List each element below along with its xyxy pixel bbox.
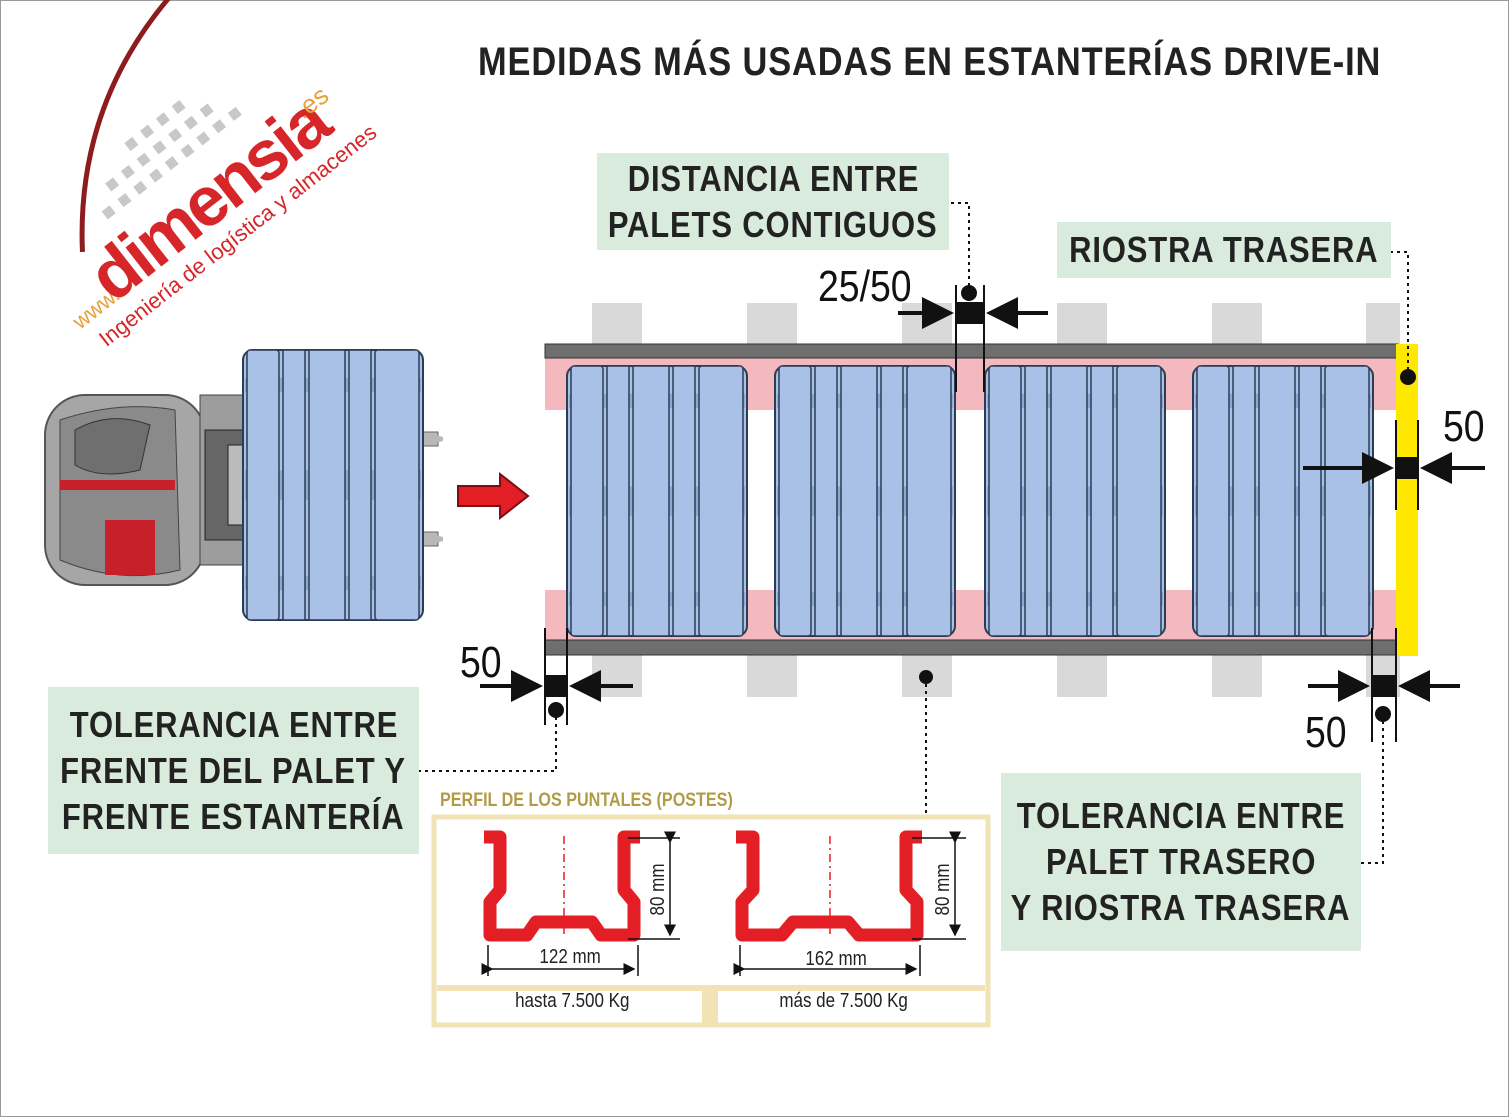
- forklift: [44, 349, 443, 621]
- pallet-2: [774, 365, 956, 637]
- dim-value-between-pallets: 25/50: [818, 262, 912, 311]
- label-distance-between-pallets: DISTANCIA ENTRE PALETS CONTIGUOS: [597, 153, 949, 250]
- label-line: FRENTE DEL PALET Y: [60, 749, 407, 791]
- rack-posts: [592, 303, 1400, 697]
- back-brace: [1396, 344, 1418, 656]
- profile-2-height: 80 mm: [932, 863, 955, 916]
- dimensia-logo: www. dimensia .es Ingeniería de logístic…: [67, 0, 381, 351]
- profile-2-caption: más de 7.500 Kg: [779, 990, 908, 1012]
- label-line: TOLERANCIA ENTRE: [1016, 795, 1346, 836]
- dim-back-brace: [1303, 251, 1485, 510]
- label-line: RIOSTRA TRASERA: [1069, 229, 1379, 270]
- bottom-beam: [544, 639, 1399, 656]
- dim-value-front: 50: [460, 638, 502, 687]
- top-beam: [544, 343, 1399, 359]
- label-line: DISTANCIA ENTRE: [627, 157, 919, 199]
- label-line: Y RIOSTRA TRASERA: [1011, 887, 1351, 928]
- profile-1-caption: hasta 7.500 Kg: [515, 990, 630, 1012]
- label-front-tolerance: TOLERANCIA ENTRE FRENTE DEL PALET Y FREN…: [48, 687, 419, 854]
- label-line: TOLERANCIA ENTRE: [69, 703, 398, 745]
- profile-1-width: 122 mm: [539, 946, 601, 968]
- label-line: PALETS CONTIGUOS: [608, 203, 938, 245]
- label-back-brace: RIOSTRA TRASERA: [1057, 222, 1391, 278]
- profile-title: PERFIL DE LOS PUNTALES (POSTES): [440, 790, 733, 811]
- profile-1-height: 80 mm: [647, 863, 670, 916]
- dim-rear: [1308, 628, 1460, 864]
- profile-162: [735, 830, 924, 942]
- label-line: PALET TRASERO: [1045, 841, 1317, 882]
- direction-arrow-icon: [457, 471, 530, 521]
- dim-front: [412, 628, 633, 772]
- dim-value-rear: 50: [1305, 708, 1347, 757]
- profile-2-width: 162 mm: [805, 948, 867, 970]
- dim-between-pallets: [898, 202, 1048, 392]
- dim-value-back-brace: 50: [1443, 402, 1485, 451]
- profile-dimensions: [481, 831, 966, 976]
- pallet-3: [984, 365, 1166, 637]
- pallet-4: [1192, 365, 1374, 637]
- pallet-1: [566, 365, 748, 637]
- page-title: MEDIDAS MÁS USADAS EN ESTANTERÍAS DRIVE-…: [478, 40, 1382, 84]
- label-line: FRENTE ESTANTERÍA: [62, 795, 405, 837]
- label-rear-tolerance: TOLERANCIA ENTRE PALET TRASERO Y RIOSTRA…: [1001, 773, 1361, 951]
